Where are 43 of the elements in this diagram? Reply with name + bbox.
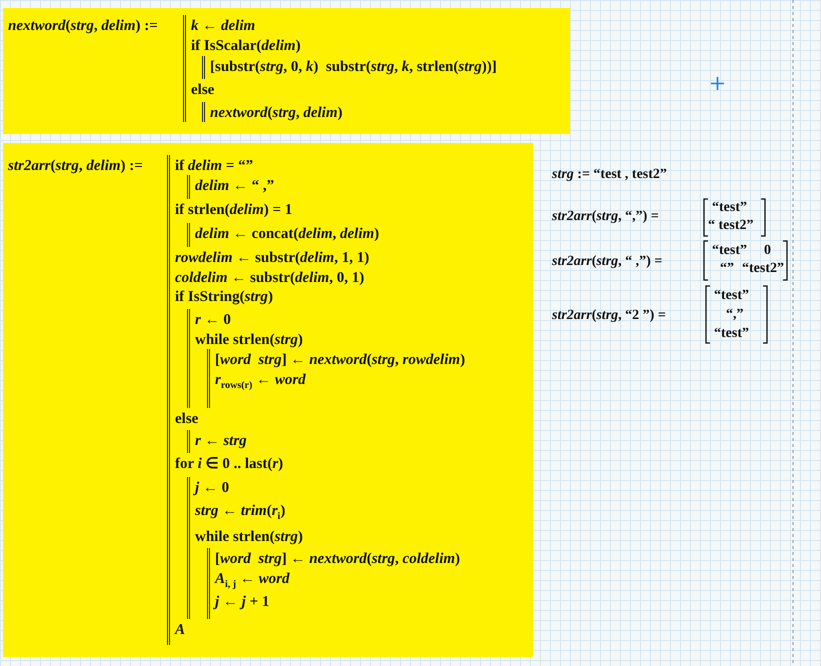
code-line: r ← strg xyxy=(195,432,247,450)
code-line: while strlen(strg) xyxy=(195,331,303,349)
code-line: r$_{rows(r)}$ ← word xyxy=(215,371,306,393)
code-line: [word strg] ← nextword(strg, coldelim) xyxy=(215,550,460,568)
function-definition: str2arr(strg, delim) := xyxy=(8,157,143,175)
code-line: for i ∈ 0 .. last(r) xyxy=(175,455,284,473)
code-line: r ← 0 xyxy=(195,311,231,329)
code-line: A xyxy=(175,621,186,639)
code-line: j ← 0 xyxy=(195,479,230,497)
code-line: k ← delim xyxy=(191,17,256,35)
code-line: coldelim ← substr(delim, 0, 1) xyxy=(175,269,364,287)
code-line: strg ← trim(r$_{i}$) xyxy=(195,502,286,524)
assignment: strg := “test , test2” xyxy=(552,166,667,184)
program-block xyxy=(3,8,570,134)
evaluation: str2arr(strg, “,”) = xyxy=(552,208,659,226)
code-line: A$_{i, j}$ ← word xyxy=(215,570,290,592)
matrix-entry: “test” xyxy=(712,242,747,260)
code-line: [word strg] ← nextword(strg, rowdelim) xyxy=(215,351,466,369)
code-line: if delim = “” xyxy=(175,157,254,175)
code-line: delim ← concat(delim, delim) xyxy=(195,225,380,243)
function-definition: nextword(strg, delim) := xyxy=(8,17,158,35)
evaluation: str2arr(strg, “2 ”) = xyxy=(552,307,666,325)
code-line: rowdelim ← substr(delim, 1, 1) xyxy=(175,249,370,267)
matrix-entry: “” xyxy=(720,260,734,278)
matrix-entry: “,” xyxy=(726,306,744,324)
code-line: else xyxy=(191,81,214,99)
code-line: j ← j + 1 xyxy=(215,593,270,611)
evaluation: str2arr(strg, “ ,”) = xyxy=(552,253,662,271)
matrix-entry: “test” xyxy=(714,287,749,305)
code-line: nextword(strg, delim) xyxy=(210,104,343,122)
matrix-entry: “test2” xyxy=(742,260,784,278)
code-line: delim ← “ ,” xyxy=(195,177,274,195)
matrix-entry: “test” xyxy=(712,199,747,217)
code-line: [substr(strg, 0, k) substr(strg, k, strlen(strg))] xyxy=(210,58,497,76)
code-line: else xyxy=(175,410,198,428)
matrix-entry: “ test2” xyxy=(708,217,754,235)
code-line: if IsScalar(delim) xyxy=(191,37,301,55)
code-line: if IsString(strg) xyxy=(175,288,273,306)
matrix-entry: “test” xyxy=(714,325,749,343)
code-line: while strlen(strg) xyxy=(195,528,303,546)
code-line: if strlen(delim) = 1 xyxy=(175,201,292,219)
matrix-entry: 0 xyxy=(764,242,771,260)
program-block xyxy=(3,143,533,657)
